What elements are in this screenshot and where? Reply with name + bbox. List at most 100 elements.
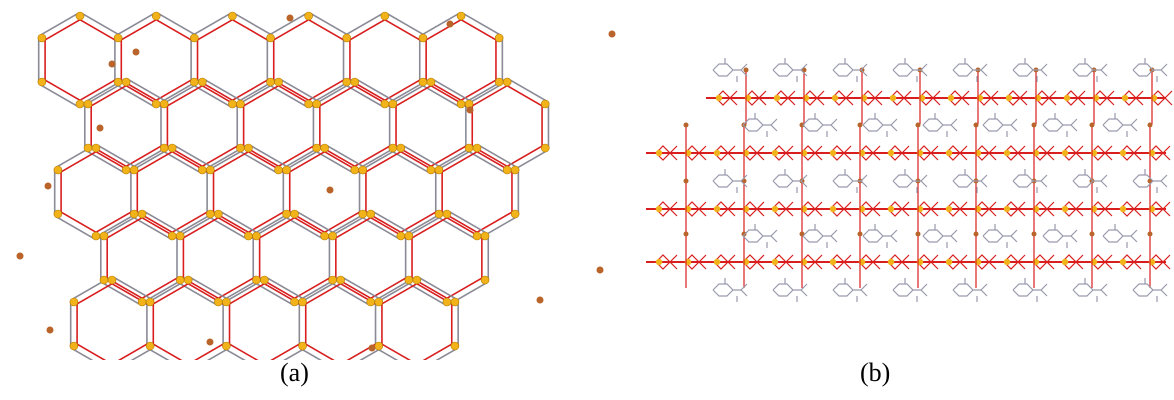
bond-oxygen — [459, 18, 498, 42]
chain-segment — [976, 90, 999, 106]
metal-node-sphere — [540, 99, 550, 109]
chain-segment — [887, 145, 910, 161]
chain-segment — [684, 145, 707, 161]
chain-segment — [1061, 201, 1084, 217]
bond-oxygen — [59, 150, 98, 174]
metal-node-sphere — [260, 275, 269, 285]
bond-carbon — [173, 144, 213, 168]
metal-node-sphere — [887, 205, 895, 213]
bond-carbon — [233, 12, 273, 36]
metal-node-sphere — [494, 33, 504, 43]
terminal-ligand-atom — [741, 231, 747, 237]
bond-oxygen — [303, 342, 335, 360]
metal-node-sphere — [159, 99, 169, 109]
metal-node-sphere — [829, 205, 837, 213]
metal-node-sphere — [358, 165, 368, 175]
bond-carbon — [113, 276, 153, 300]
metal-node-sphere — [713, 258, 721, 266]
metal-node-sphere — [418, 33, 428, 43]
metal-node-sphere — [151, 99, 161, 109]
chain-segment — [974, 145, 997, 161]
metal-node-sphere — [175, 231, 185, 241]
terminal-ligand-atom — [683, 122, 689, 128]
chain-segment — [713, 145, 736, 161]
metal-node-sphere — [69, 297, 79, 307]
guest-molecule — [982, 113, 1018, 137]
metal-node-sphere — [83, 99, 93, 109]
bond-oxygen — [270, 342, 302, 360]
terminal-ligand-atom — [1031, 122, 1037, 128]
metal-node-sphere — [37, 77, 47, 87]
layer-packing-diagram — [646, 58, 1173, 302]
guest-molecule — [892, 58, 928, 82]
chain-segment — [655, 201, 678, 217]
guest-molecule — [1132, 169, 1168, 193]
bond-carbon — [341, 276, 381, 300]
chain-segment — [1003, 254, 1026, 270]
bond-oxygen — [333, 216, 373, 240]
bond-carbon — [309, 12, 349, 36]
metal-node-sphere — [1063, 94, 1071, 102]
metal-node-sphere — [945, 149, 953, 157]
guest-molecule — [982, 224, 1018, 248]
guest-molecule — [1132, 58, 1168, 82]
panel-a-honeycomb-network — [0, 0, 640, 360]
chain-segment — [800, 201, 823, 217]
terminal-ligand-atom — [915, 122, 921, 128]
metal-node-sphere — [151, 11, 161, 21]
bond-oxygen — [78, 78, 117, 102]
chain-segment — [1090, 201, 1113, 217]
bond-carbon — [359, 348, 381, 360]
bond-oxygen — [227, 342, 259, 360]
guest-molecule — [892, 169, 928, 193]
metal-node-sphere — [328, 275, 337, 285]
terminal-ligand-atom — [44, 182, 52, 190]
terminal-ligand-atom — [857, 122, 863, 128]
chain-segment — [1063, 90, 1086, 106]
terminal-ligand-atom — [683, 178, 689, 184]
terminal-ligand-atom — [973, 122, 979, 128]
bond-oxygen — [287, 150, 327, 174]
metal-node-sphere — [887, 149, 895, 157]
bond-oxygen — [347, 18, 387, 42]
guest-molecule — [832, 58, 868, 82]
bond-oxygen — [230, 18, 270, 42]
terminal-ligand-atom — [1031, 231, 1037, 237]
terminal-ligand-atom — [446, 20, 454, 28]
bond-oxygen — [119, 18, 159, 42]
guest-molecule — [772, 169, 808, 193]
chain-segment — [655, 254, 678, 270]
bond-oxygen — [165, 84, 205, 108]
metal-node-sphere — [450, 297, 460, 307]
bond-oxygen — [117, 342, 149, 360]
bond-oxygen — [135, 150, 175, 174]
terminal-ligand-atom — [16, 252, 24, 260]
metal-node-sphere — [366, 209, 376, 219]
metal-node-sphere — [464, 143, 474, 153]
guest-molecule — [1042, 113, 1078, 137]
metal-node-sphere — [298, 297, 307, 307]
bond-carbon — [462, 12, 502, 36]
chain-segment — [945, 254, 968, 270]
bond-oxygen — [317, 84, 357, 108]
guest-molecule — [1132, 278, 1168, 302]
terminal-ligand-atom — [326, 186, 334, 194]
chain-segment — [1148, 254, 1171, 270]
bond-oxygen — [303, 282, 343, 306]
bond-oxygen — [151, 282, 191, 306]
guest-molecule — [1012, 58, 1048, 82]
chain-segment — [1034, 90, 1057, 106]
metal-node-sphere — [137, 297, 147, 307]
metal-node-sphere — [366, 297, 376, 307]
bond-carbon — [295, 210, 335, 234]
bond-oxygen — [75, 342, 107, 360]
bond-carbon — [508, 78, 548, 102]
chain-segment — [1150, 90, 1173, 106]
bond-carbon — [325, 144, 365, 168]
metal-node-sphere — [945, 258, 953, 266]
chain-segment — [945, 145, 968, 161]
metal-node-sphere — [480, 275, 490, 285]
bond-oxygen — [154, 18, 194, 42]
metal-node-sphere — [1061, 205, 1069, 213]
chain-segment — [771, 145, 794, 161]
